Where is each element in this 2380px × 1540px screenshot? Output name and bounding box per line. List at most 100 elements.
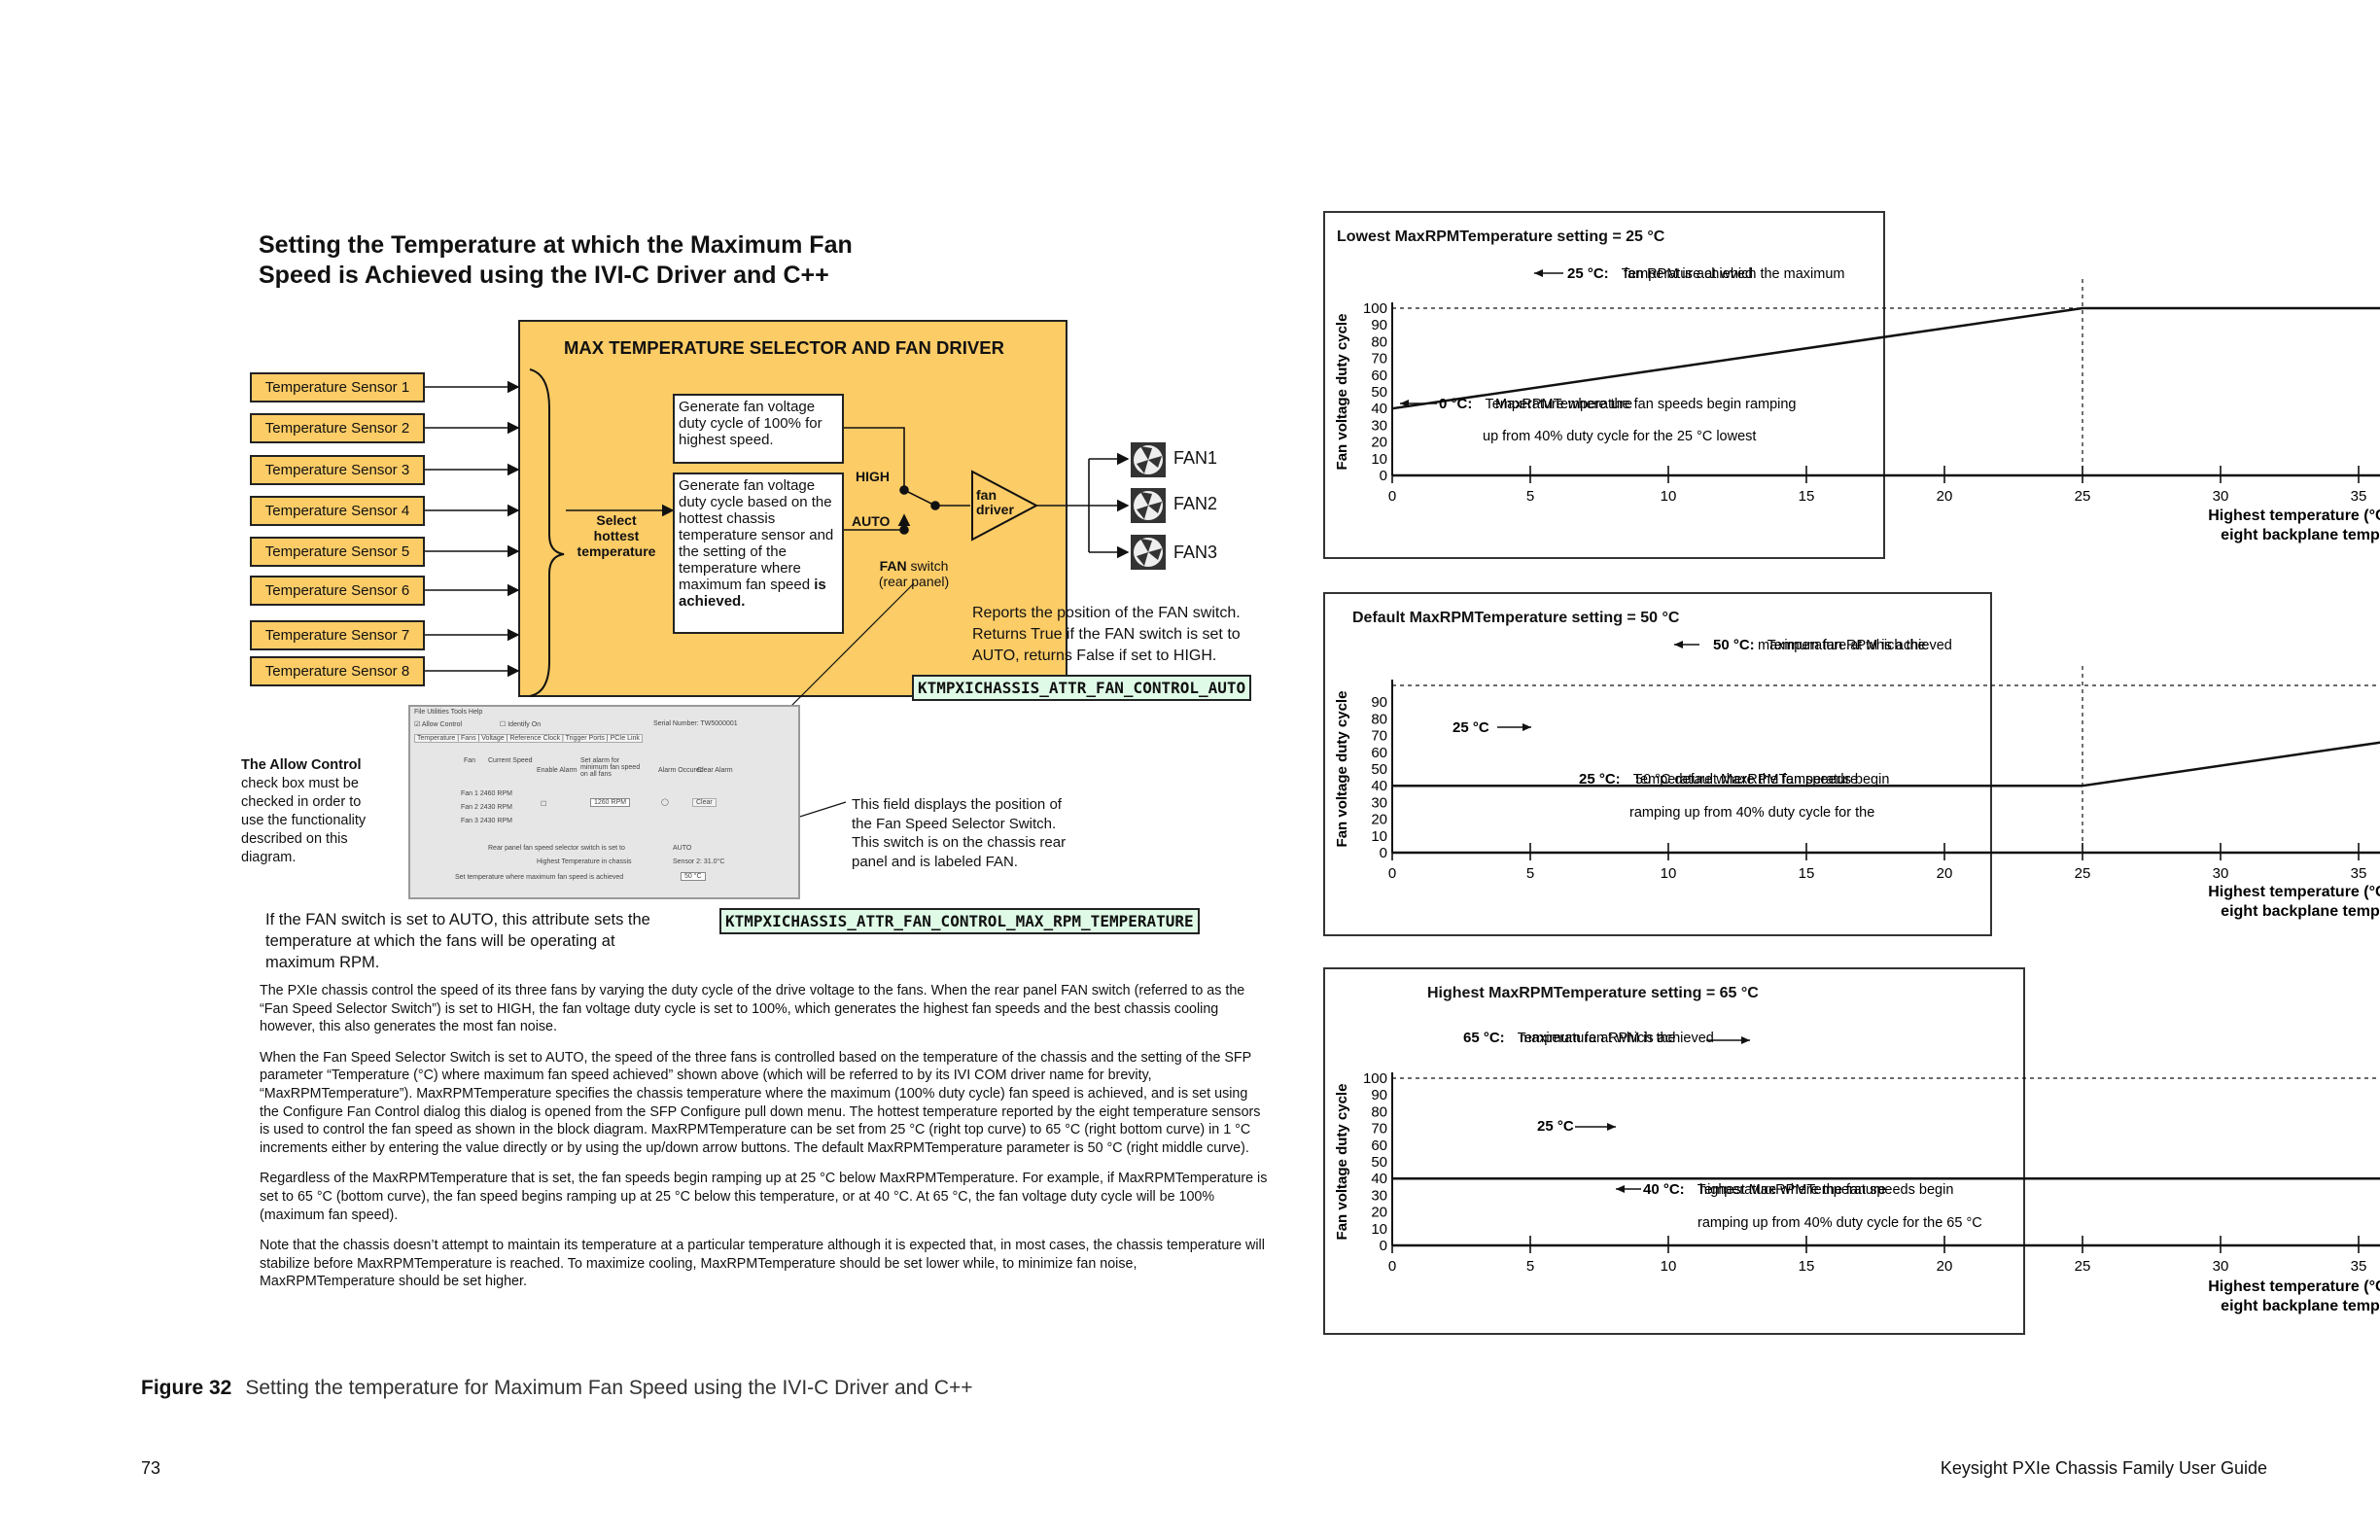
fan3-label: FAN3 bbox=[1173, 542, 1218, 562]
fan-row-3: Fan 3 2430 RPM bbox=[461, 818, 512, 824]
fan1-label: FAN1 bbox=[1173, 448, 1218, 468]
y-tick-label: 20 bbox=[1371, 1205, 1387, 1221]
footer-title: Keysight PXIe Chassis Family User Guide bbox=[1940, 1458, 2267, 1478]
clear-alarm-button[interactable]: Clear bbox=[692, 798, 717, 807]
field-displays-line: the Fan Speed Selector Switch. bbox=[852, 815, 1057, 832]
y-tick-label: 80 bbox=[1371, 333, 1387, 350]
annotation-temp: 50 °C: bbox=[1713, 637, 1755, 653]
fan-switch-label: FAN switch (rear panel) bbox=[875, 558, 953, 589]
annotation-text: Temperature at which the bbox=[1518, 1031, 1676, 1046]
if-fan-switch-line: maximum RPM. bbox=[265, 954, 380, 971]
annotation-text: ramping up from 40% duty cycle for the bbox=[1629, 805, 1874, 821]
x-tick-label: 30 bbox=[2213, 865, 2229, 882]
auto-label: AUTO bbox=[852, 513, 891, 529]
y-tick-label: 0 bbox=[1380, 1238, 1387, 1254]
if-fan-switch-line: If the FAN switch is set to AUTO, this a… bbox=[265, 911, 650, 928]
x-tick-label: 5 bbox=[1526, 1258, 1534, 1275]
dialog-menu[interactable]: File Utilities Tools Help bbox=[414, 709, 483, 716]
y-tick-label: 60 bbox=[1371, 1138, 1387, 1154]
x-tick-label: 30 bbox=[2213, 488, 2229, 505]
annotation-text: fan RPM is achieved bbox=[1624, 266, 1753, 282]
sensor-box-1: Temperature Sensor 1 bbox=[250, 372, 425, 402]
heading-line-1: Setting the Temperature at which the Max… bbox=[259, 231, 853, 259]
y-tick-label: 40 bbox=[1371, 1171, 1387, 1187]
annotation-arrowhead bbox=[1607, 1123, 1616, 1131]
x-tick-label: 25 bbox=[2075, 488, 2091, 505]
gen-100-box: Generate fan voltage duty cycle of 100% … bbox=[673, 394, 844, 464]
header-enable: Enable Alarm bbox=[537, 767, 578, 774]
paragraph: When the Fan Speed Selector Switch is se… bbox=[260, 1049, 1261, 1156]
gen-auto-text: Generate fan voltage duty cycle based on… bbox=[679, 477, 834, 593]
chart-title: Default MaxRPMTemperature setting = 50 °… bbox=[1352, 610, 1680, 626]
annotation-arrowhead bbox=[1400, 400, 1409, 407]
fan2-label: FAN2 bbox=[1173, 494, 1218, 513]
fan-icon bbox=[1131, 442, 1166, 477]
chart-title: Lowest MaxRPMTemperature setting = 25 °C bbox=[1337, 228, 1665, 245]
alarm-rpm-input[interactable]: 1260 RPM bbox=[590, 798, 631, 807]
fan-row-2: Fan 2 2430 RPM bbox=[461, 804, 512, 811]
reports-line: AUTO, returns False if set to HIGH. bbox=[972, 648, 1217, 664]
sensor-box-2: Temperature Sensor 2 bbox=[250, 413, 425, 443]
annotation-temp: 25 °C: bbox=[1579, 771, 1621, 788]
allow-control-note: The Allow Control check box must be chec… bbox=[241, 756, 366, 867]
page-number: 73 bbox=[141, 1458, 161, 1478]
x-tick-label: 10 bbox=[1661, 1258, 1677, 1275]
x-tick-label: 5 bbox=[1526, 865, 1534, 882]
y-tick-label: 10 bbox=[1371, 828, 1387, 845]
annotation-temp: 0 °C: bbox=[1439, 396, 1472, 412]
fan-driver-label: fan driver bbox=[976, 488, 1014, 517]
annotation-text: MaxRPMTemperature bbox=[1495, 397, 1632, 412]
dialog-tabs[interactable]: Temperature | Fans | Voltage | Reference… bbox=[414, 734, 643, 743]
x-tick-label: 20 bbox=[1937, 488, 1953, 505]
enable-alarm-checkbox[interactable]: ☐ bbox=[541, 801, 547, 808]
annotation-temp: 40 °C: bbox=[1643, 1181, 1685, 1198]
y-tick-label: 70 bbox=[1371, 728, 1387, 745]
annotation-text: ramping up from 40% duty cycle for the 6… bbox=[1698, 1215, 1982, 1231]
y-tick-label: 70 bbox=[1371, 1121, 1387, 1138]
allow-control-line: checked in order to bbox=[241, 794, 362, 810]
annotation-text: highest MaxRPMTemperature bbox=[1699, 1182, 1886, 1198]
fan-driver-line: fan bbox=[976, 487, 997, 503]
annotation-arrowhead bbox=[1522, 723, 1531, 731]
annotation-text: Temperature where the fan speeds begin r… bbox=[1486, 397, 1797, 412]
x-tick-label: 0 bbox=[1388, 488, 1396, 505]
y-tick-label: 100 bbox=[1363, 300, 1387, 317]
select-hottest-line: Select bbox=[596, 512, 637, 528]
paragraph: Regardless of the MaxRPMTemperature that… bbox=[260, 1171, 1268, 1223]
annotation-arrowhead bbox=[1616, 1185, 1625, 1193]
figure-label: Figure 32 bbox=[141, 1377, 232, 1399]
highest-temp-value: Sensor 2: 31.0°C bbox=[673, 858, 725, 865]
fan-switch-word: FAN bbox=[879, 558, 907, 574]
chart-box-highest: Highest MaxRPMTemperature setting = 65 °… bbox=[1323, 967, 2025, 1335]
x-tick-label: 15 bbox=[1799, 1258, 1815, 1275]
series-line bbox=[1392, 1176, 2380, 1180]
allow-control-line: diagram. bbox=[241, 850, 297, 865]
alarm-occurred-indicator: ◯ bbox=[661, 799, 669, 806]
annotation-text: Temperature where the fan speeds begin bbox=[1633, 772, 1890, 788]
high-label: HIGH bbox=[856, 469, 890, 484]
y-axis-label: Fan voltage duty cycle bbox=[1334, 691, 1350, 848]
rear-panel-value: AUTO bbox=[673, 845, 692, 852]
y-tick-label: 0 bbox=[1380, 468, 1387, 484]
allow-control-checkbox[interactable]: ☑ Allow Control bbox=[414, 721, 463, 728]
section-heading: Setting the Temperature at which the Max… bbox=[259, 230, 881, 291]
gen-auto-box: Generate fan voltage duty cycle based on… bbox=[673, 472, 844, 634]
fan-switch-word: (rear panel) bbox=[878, 574, 950, 589]
allow-control-line: use the functionality bbox=[241, 813, 367, 828]
x-axis-label: eight backplane temperature sensors bbox=[2221, 527, 2380, 543]
series-line bbox=[1391, 306, 2380, 410]
chart-title: Highest MaxRPMTemperature setting = 65 °… bbox=[1427, 985, 1759, 1001]
set-temp-input[interactable]: 50 °C bbox=[681, 872, 706, 881]
allow-control-line: described on this bbox=[241, 831, 348, 847]
rear-panel-label: Rear panel fan speed selector switch is … bbox=[488, 845, 625, 852]
y-tick-label: 0 bbox=[1380, 845, 1387, 861]
select-hottest-label: Select hottest temperature bbox=[568, 512, 665, 559]
y-tick-label: 100 bbox=[1363, 1070, 1387, 1087]
allow-control-line: The Allow Control bbox=[241, 757, 362, 773]
x-tick-label: 35 bbox=[2351, 1258, 2367, 1275]
sensor-box-6: Temperature Sensor 6 bbox=[250, 576, 425, 606]
annotation-text: Temperature at which the maximum bbox=[1622, 266, 1845, 282]
identify-checkbox[interactable]: ☐ Identify On bbox=[500, 721, 542, 728]
y-axis-label: Fan voltage duty cycle bbox=[1334, 1084, 1350, 1241]
